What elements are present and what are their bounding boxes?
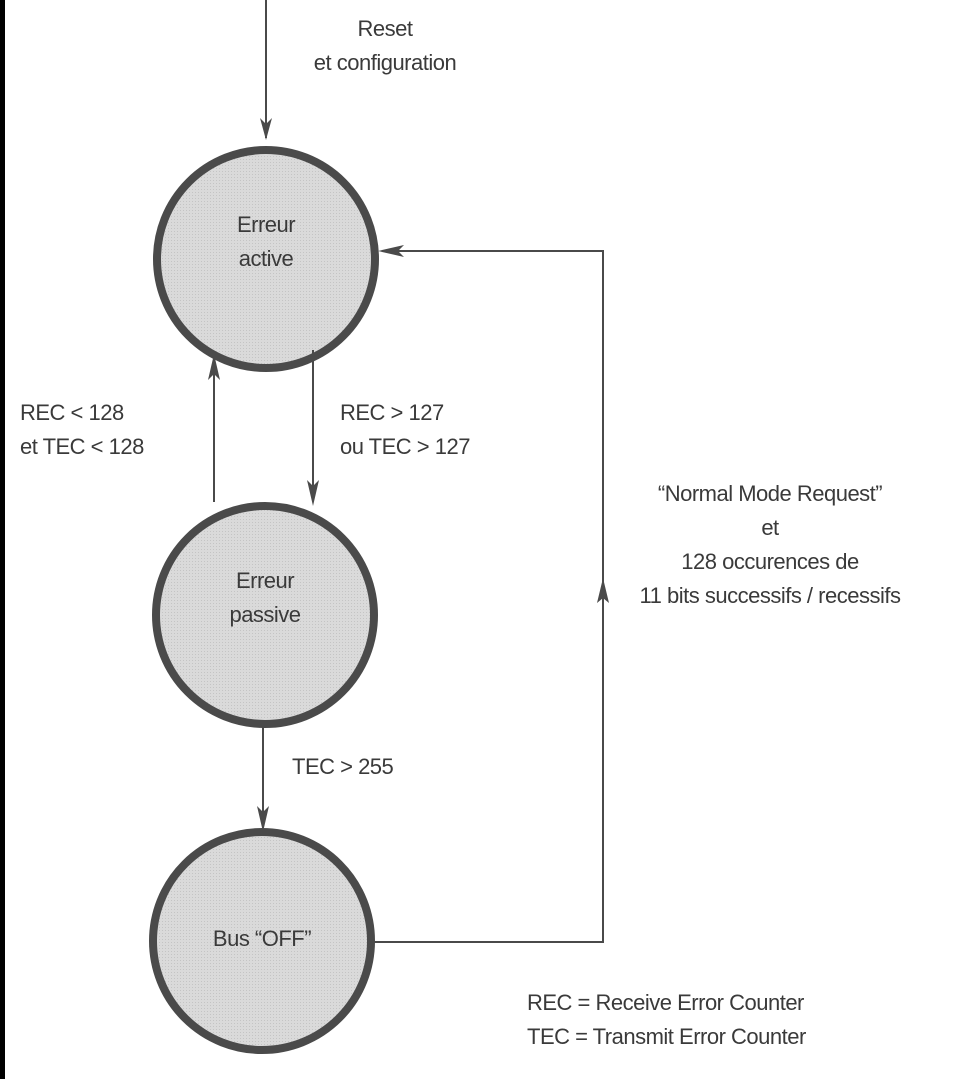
state-label-line1: Erreur [235,568,295,593]
condition-line1: REC < 128 [20,400,124,425]
condition-line1: TEC > 255 [292,754,394,779]
entry-label: Reset et configuration [285,12,485,80]
entry-label-line1: Reset [357,16,413,41]
legend: REC = Receive Error Counter TEC = Transm… [527,986,806,1054]
entry-label-line2: et configuration [313,50,457,75]
arrow-busoff-to-active [372,245,609,943]
condition-line3: 128 occurences de [681,549,859,574]
state-label-line2: passive [229,602,301,627]
arrow-passive-to-active [208,354,220,502]
condition-line2: et TEC < 128 [20,434,144,459]
state-label-line2: active [238,246,294,271]
label-active-to-passive: REC > 127 ou TEC > 127 [340,396,470,464]
condition-line2: ou TEC > 127 [340,434,470,459]
label-busoff-to-active: “Normal Mode Request” et 128 occurences … [590,477,950,613]
state-error-active [153,146,379,372]
state-bus-off-label: Bus “OFF” [162,922,362,956]
state-label-line1: Bus “OFF” [212,926,312,951]
state-bus-off [149,828,375,1054]
label-passive-to-busoff: TEC > 255 [292,750,394,784]
arrow-active-to-passive [307,350,319,506]
state-error-passive [152,502,378,728]
condition-line2: et [761,515,779,540]
label-passive-to-active: REC < 128 et TEC < 128 [20,396,144,464]
entry-arrow [260,0,272,140]
condition-line1: “Normal Mode Request” [657,481,883,506]
legend-tec: TEC = Transmit Error Counter [527,1024,806,1049]
state-error-passive-label: Erreur passive [165,564,365,632]
condition-line4: 11 bits successifs / recessifs [639,583,901,608]
state-label-line1: Erreur [236,212,296,237]
page-edge-border [0,0,5,1079]
legend-rec: REC = Receive Error Counter [527,990,804,1015]
arrow-passive-to-busoff [257,724,269,832]
condition-line1: REC > 127 [340,400,444,425]
state-error-active-label: Erreur active [166,208,366,276]
